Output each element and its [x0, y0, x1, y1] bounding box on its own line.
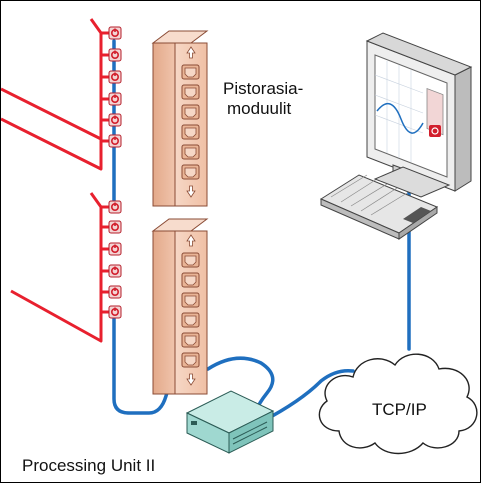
cloud-icon — [318, 353, 478, 455]
network-label: TCP/IP — [372, 400, 427, 419]
arrow-up-icon — [186, 234, 196, 247]
keyboard-icon — [319, 174, 439, 240]
monitor-icon — [365, 32, 473, 198]
arrow-up-icon — [186, 46, 196, 59]
module-label-line1: Pistorasia- — [223, 79, 304, 98]
processing-unit-label: Processing Unit II — [22, 456, 156, 475]
processing-unit — [185, 390, 275, 454]
power-cables-top — [1, 18, 109, 171]
power-cables-bottom — [10, 192, 109, 343]
module-label-line2: moduulit — [227, 99, 292, 118]
pdu-module-upper — [151, 30, 209, 207]
pdu-module-lower — [151, 218, 209, 395]
arrow-down-icon — [186, 185, 196, 198]
arrow-down-icon — [186, 373, 196, 386]
